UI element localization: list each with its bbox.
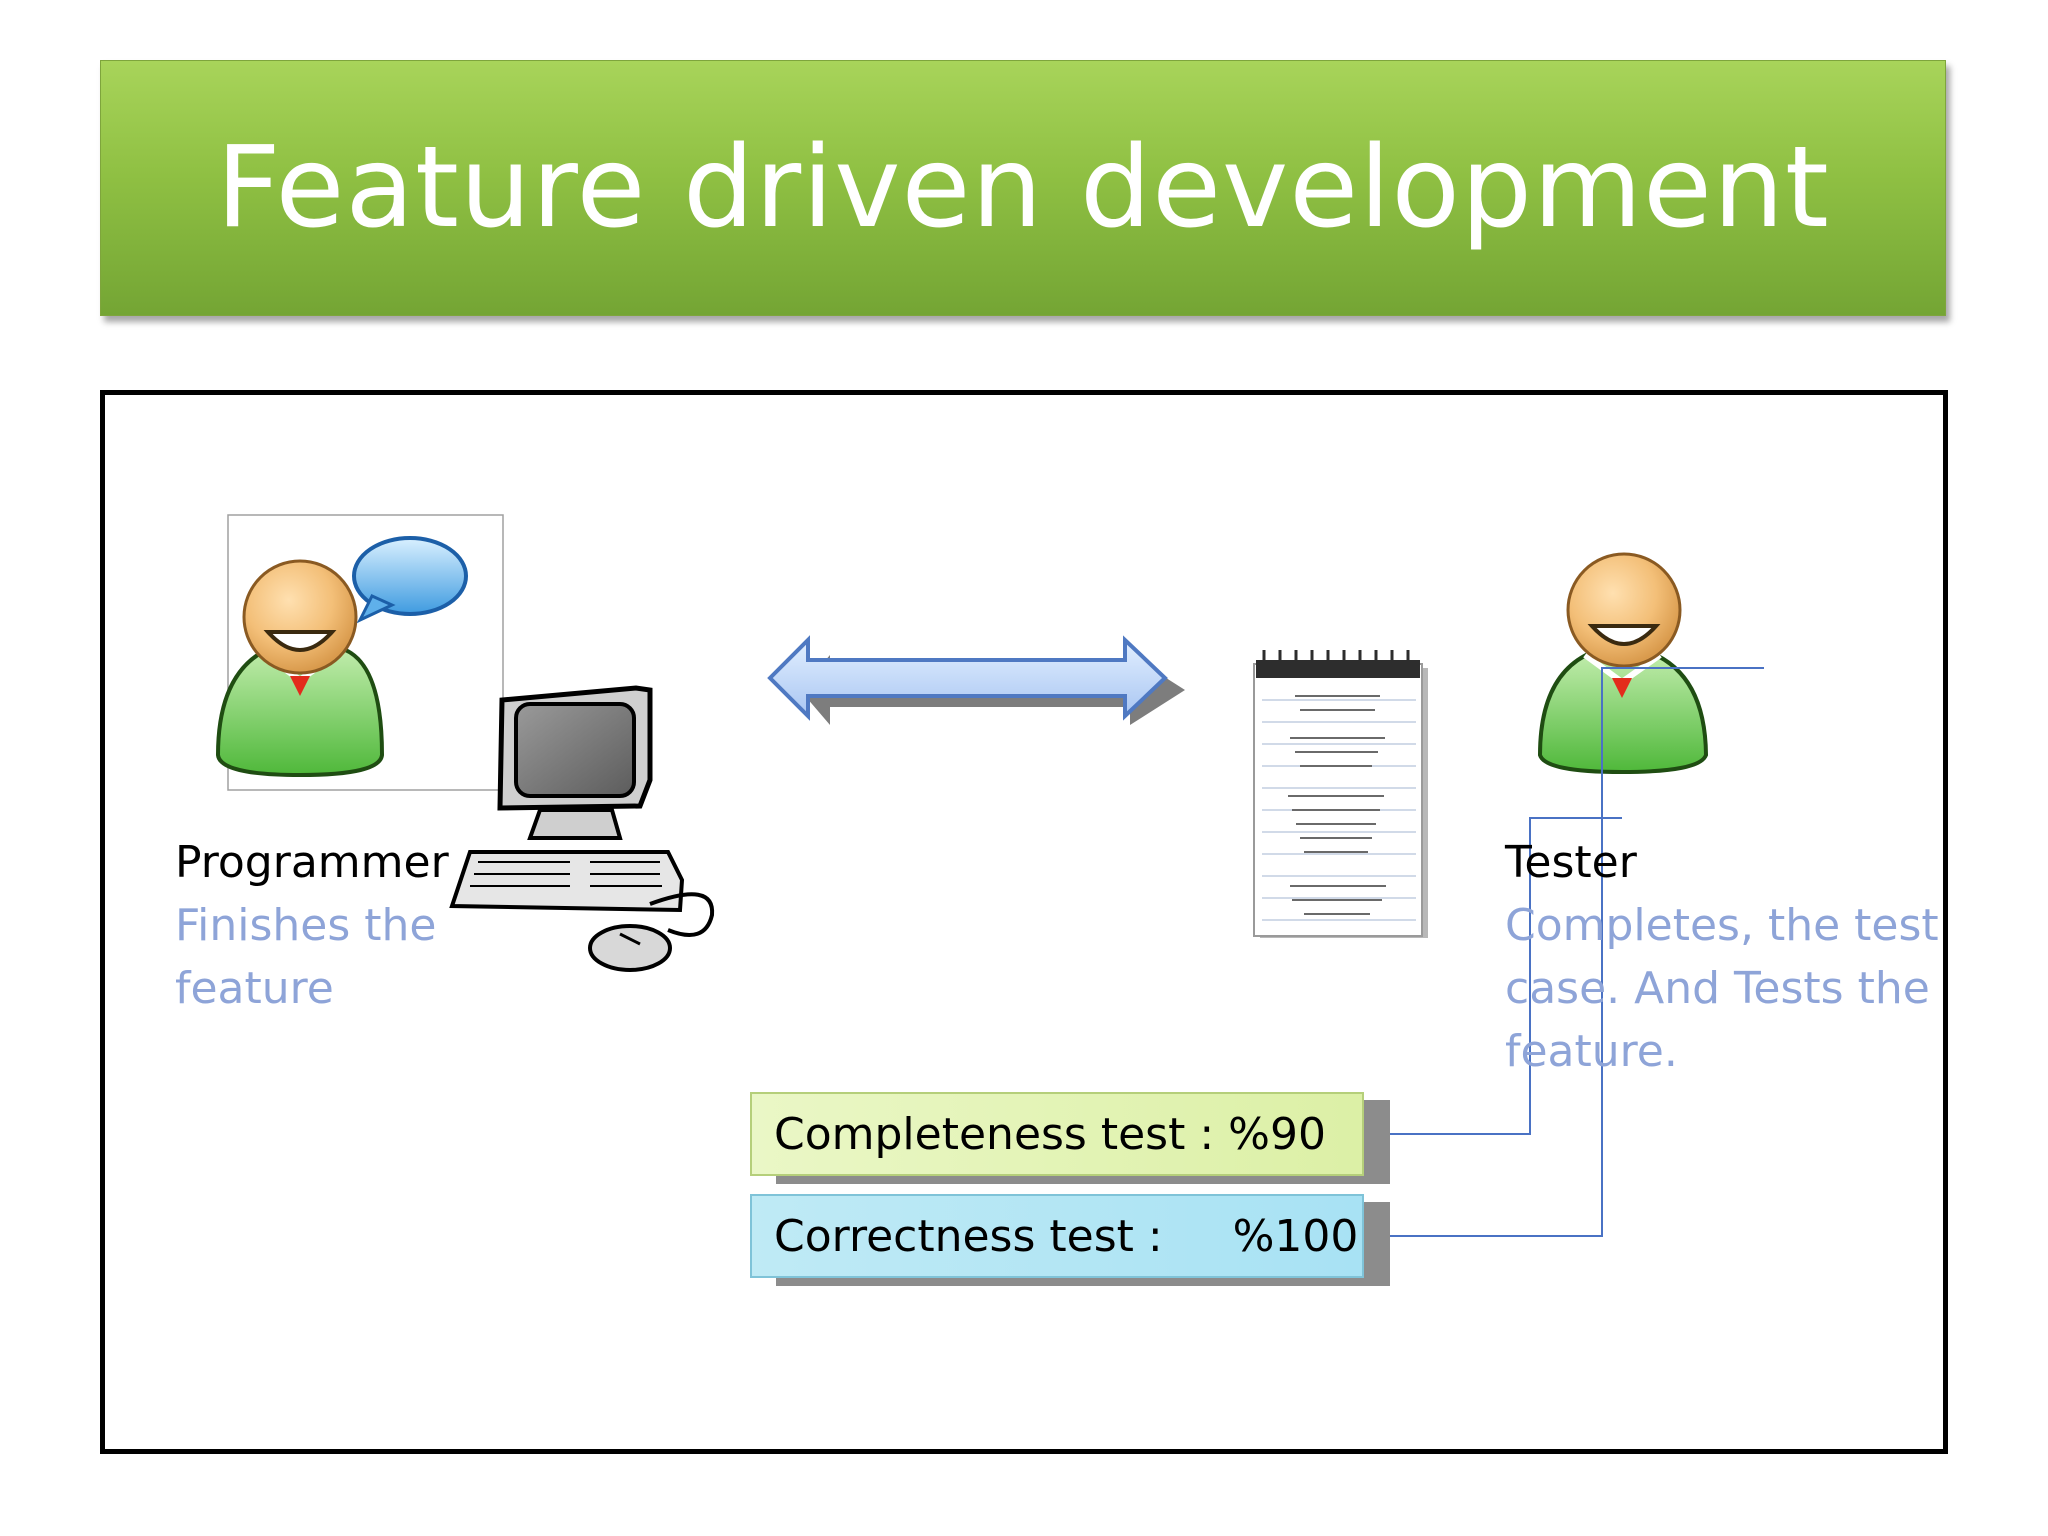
page-title: Feature driven development — [216, 123, 1830, 253]
speech-bubble-icon — [352, 536, 468, 624]
programmer-label: Programmer — [175, 837, 449, 888]
tester-description-line-1: Completes, the test — [1505, 900, 1939, 951]
completeness-connector — [1372, 817, 1622, 1135]
correctness-connector — [1372, 667, 1764, 1237]
double-arrow-icon — [767, 635, 1185, 725]
programmer-person-icon — [215, 514, 504, 791]
tester-label: Tester — [1505, 837, 1637, 888]
title-banner: Feature driven development — [100, 60, 1946, 316]
notepad-icon — [1253, 650, 1428, 938]
programmer-description-line-2: feature — [175, 963, 334, 1014]
tester-description-line-2: case. And Tests the — [1505, 963, 1930, 1014]
tester-description-line-3: feature. — [1505, 1026, 1678, 1077]
completeness-test-box: Completeness test : %90 — [750, 1092, 1364, 1176]
programmer-description-line-1: Finishes the — [175, 900, 437, 951]
computer-icon — [449, 685, 715, 972]
correctness-test-box: Correctness test : %100 — [750, 1194, 1364, 1278]
tester-person-icon — [1537, 552, 1709, 775]
